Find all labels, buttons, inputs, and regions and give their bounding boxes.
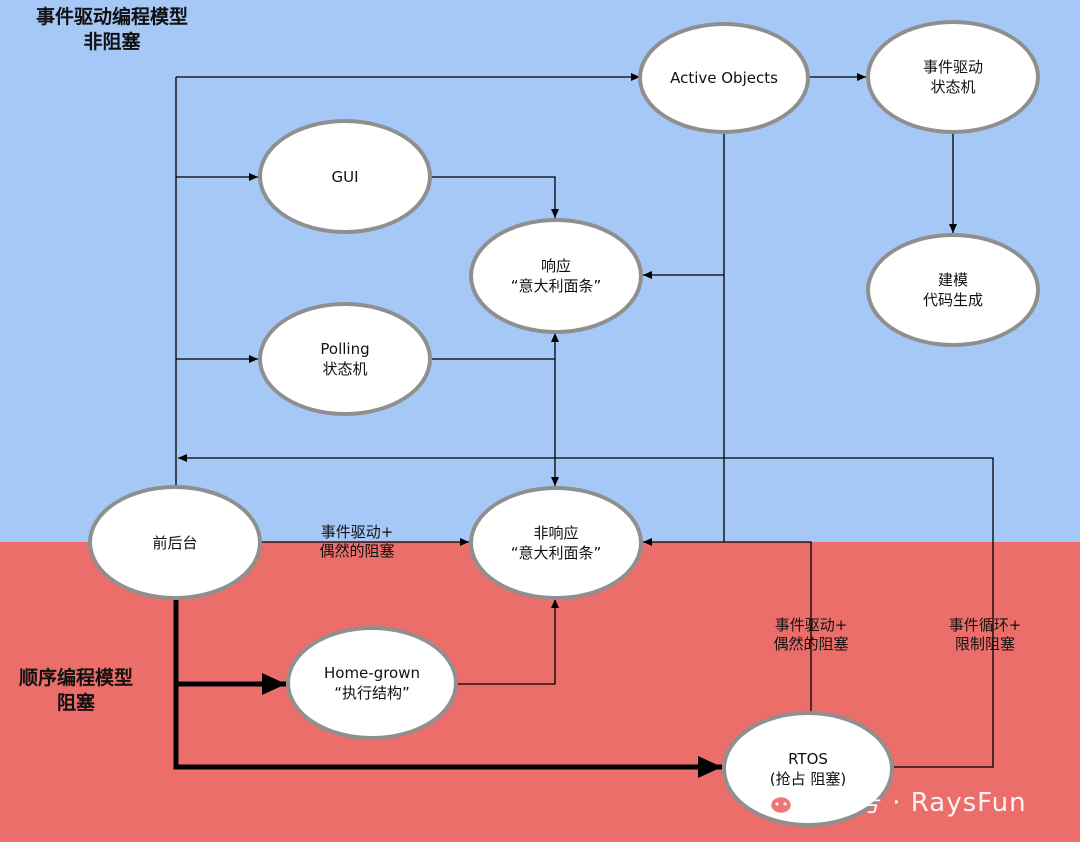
edge-fg-to-homegrown [173,600,286,695]
node-home-grown: Home-grown “执行结构” [286,626,458,740]
node-foreground-background: 前后台 [88,485,262,600]
node-responsive-spaghetti: 响应 “意大利面条” [469,218,643,334]
node-nonresponsive-spaghetti: 非响应 “意大利面条” [469,486,643,600]
edge-gui-to-responsive [430,176,559,218]
edge-label-fg-to-nonresponsive: 事件驱动+ 偶然的阻塞 [319,523,395,560]
node-polling-state-machine: Polling 状态机 [258,302,432,416]
edge-label-rtos-to-nonresponsive: 事件驱动+ 偶然的阻塞 [773,616,849,653]
wechat-icon [754,785,794,815]
node-active-objects: Active Objects [638,22,810,134]
sequential-region-title: 顺序编程模型 阻塞 [18,667,133,714]
edge-rtos-to-nonresponsive [724,541,812,720]
watermark: 公众号 · RaysFun [754,782,1027,819]
edge-fg-to-rtos [173,684,722,778]
edge-homegrown-to-nonresponsive [457,599,559,685]
node-event-driven-state-machine: 事件驱动 状态机 [866,20,1040,134]
watermark-text: 公众号 · RaysFun [802,788,1027,818]
node-modeling-codegen: 建模 代码生成 [866,233,1040,347]
event-driven-region-title: 事件驱动编程模型 非阻塞 [35,6,188,53]
node-rtos: RTOS (抢占 阻塞) [722,711,894,827]
node-gui: GUI [258,119,432,234]
edge-label-rtos-event-loop: 事件循环+ 限制阻塞 [948,616,1022,653]
edge-rtos-event-loop [178,454,994,768]
